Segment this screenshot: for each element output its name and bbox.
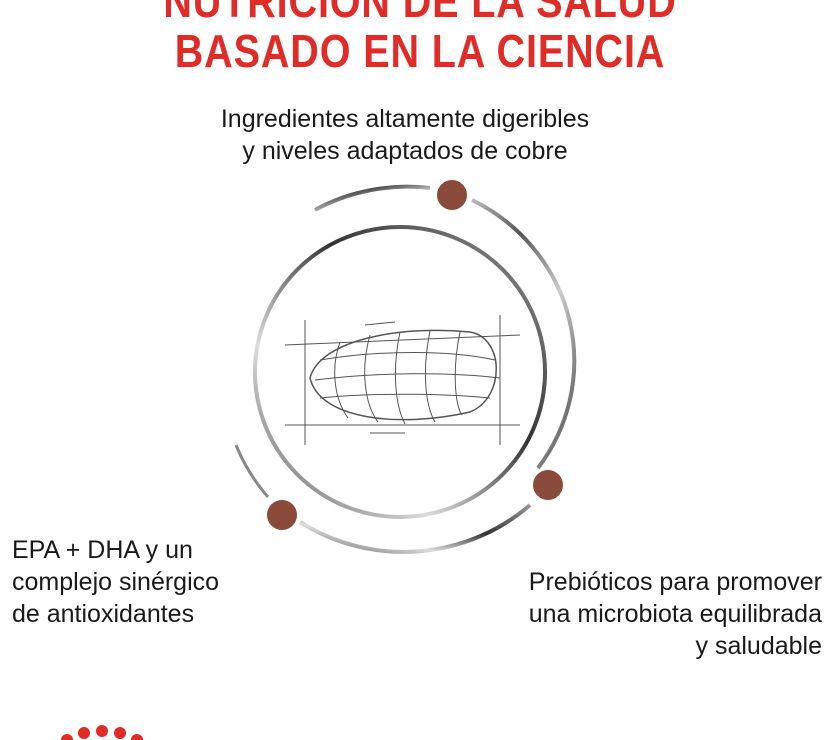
inner-arc-left (234, 444, 270, 498)
outer-ring-arc-right (471, 198, 577, 470)
benefit-text: una microbiota equilibrada (528, 600, 822, 628)
royal-canin-logo (61, 725, 143, 740)
benefit-text: Ingredientes altamente digeribles (220, 105, 590, 133)
dot-marker (267, 500, 297, 530)
inner-ring (253, 225, 547, 519)
title-line-2: BASADO EN LA CIENCIA (174, 25, 666, 77)
benefit-text: Prebióticos para promover (528, 568, 822, 596)
benefit-text: y niveles adaptados de cobre (242, 137, 568, 165)
benefit-text: complejo sinérgico (12, 568, 220, 596)
benefit-text: de antioxidantes (12, 600, 195, 628)
benefit-prebiotics: Prebióticos para promover una microbiota… (470, 566, 822, 662)
kibble-sketch-icon (284, 315, 521, 445)
benefit-text: EPA + DHA y un (12, 536, 193, 564)
outer-ring-arc-top (314, 184, 431, 212)
benefit-digestibility: Ingredientes altamente digeribles y nive… (170, 103, 640, 167)
title-line-1: NUTRICIÓN DE LA SALUD (163, 0, 677, 27)
outer-ring-arc-bottom (298, 503, 532, 554)
benefit-antioxidants: EPA + DHA y un complejo sinérgico de ant… (12, 534, 219, 630)
benefit-text: y saludable (695, 632, 822, 660)
dot-marker (437, 180, 467, 210)
dot-marker (533, 470, 563, 500)
